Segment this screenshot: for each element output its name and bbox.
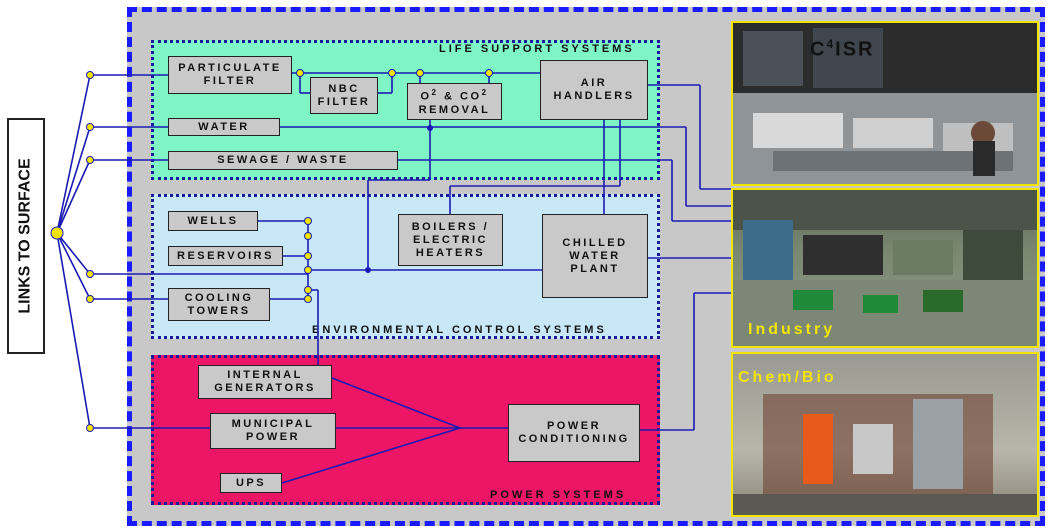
wells-box: WELLS xyxy=(168,211,258,231)
ups-box: UPS xyxy=(220,473,282,493)
power-conditioning-box: POWER CONDITIONING xyxy=(508,404,640,462)
reservoirs-box: RESERVOIRS xyxy=(168,246,283,266)
o2-co2-removal-box: O2 & CO2 REMOVAL xyxy=(407,83,502,120)
internal-generators-box: INTERNAL GENERATORS xyxy=(198,365,332,399)
o2-co2-o: O xyxy=(420,91,431,103)
nbc-filter-box: NBC FILTER xyxy=(310,77,378,114)
o2-co2-sup1: 2 xyxy=(432,88,439,97)
o2-co2-removal-line: REMOVAL xyxy=(419,104,491,117)
chilled-water-plant-box: CHILLED WATER PLANT xyxy=(542,214,648,298)
cooling-towers-box: COOLING TOWERS xyxy=(168,288,270,321)
sewage-waste-box: SEWAGE / WASTE xyxy=(168,151,398,170)
water-box: WATER xyxy=(168,118,280,136)
air-handlers-box: AIR HANDLERS xyxy=(540,60,648,120)
o2-co2-line: O2 & CO2 xyxy=(420,86,488,104)
o2-co2-sup2: 2 xyxy=(482,88,489,97)
municipal-power-box: MUNICIPAL POWER xyxy=(210,413,336,449)
particulate-filter-box: PARTICULATE FILTER xyxy=(168,56,292,94)
boilers-heaters-box: BOILERS / ELECTRIC HEATERS xyxy=(398,214,503,266)
o2-co2-co: & CO xyxy=(439,91,482,103)
